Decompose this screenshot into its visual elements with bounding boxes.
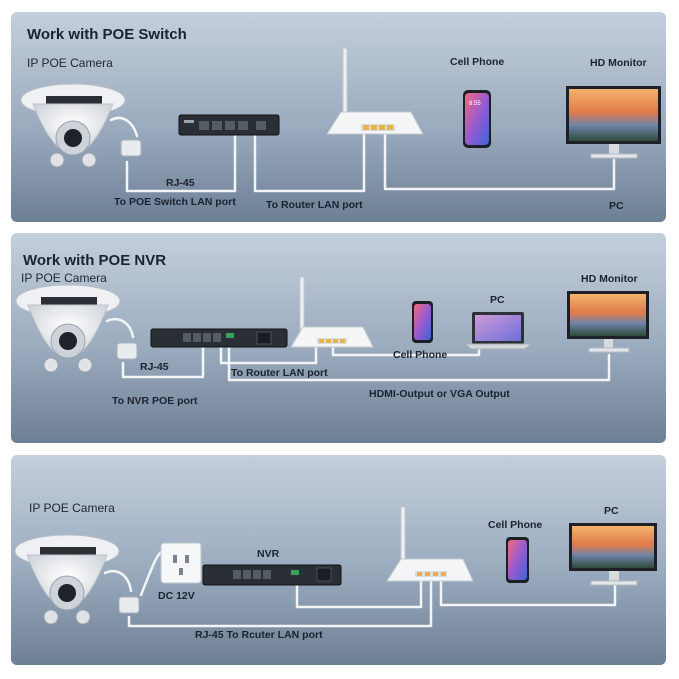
brand-logo: VIKYLIN	[56, 90, 80, 96]
pc-label: PC	[609, 200, 624, 212]
cell-phone-label: Cell Phone	[450, 56, 505, 68]
nvr-icon	[202, 564, 342, 586]
monitor-label: HD Monitor	[590, 57, 647, 69]
cell-phone-icon	[506, 537, 529, 583]
monitor-icon	[569, 523, 657, 586]
cell-phone-icon	[463, 90, 491, 148]
camera-label: IP POE Camera	[29, 501, 115, 515]
camera-label: IP POE Camera	[27, 56, 113, 70]
cable-nvr-to-router	[219, 343, 318, 365]
nvr-label: NVR	[257, 548, 280, 560]
panel-3-diagram: VIKYLIN	[14, 506, 657, 628]
camera-pigtail	[109, 116, 139, 138]
hdmi-label: HDMI-Output or VGA Output	[369, 388, 510, 400]
power-socket-icon	[160, 542, 202, 584]
pc-label: PC	[490, 294, 505, 306]
panel-title: Work with POE NVR	[23, 252, 167, 269]
camera-icon	[20, 83, 142, 168]
laptop-icon	[463, 312, 533, 350]
rj45-router-label: RJ-45 To Rcuter LAN port	[195, 629, 323, 641]
cable-lines	[103, 549, 617, 628]
router-icon	[386, 506, 474, 582]
cable-camera-to-nvr	[121, 343, 205, 379]
nvr-icon	[150, 328, 288, 348]
cable-lines	[109, 116, 616, 193]
dc-label: DC 12V	[158, 590, 195, 602]
cable-camera-to-router	[127, 577, 433, 628]
brand-logo: VIKYLIN	[51, 291, 75, 297]
monitor-label: HD Monitor	[581, 273, 638, 285]
cable-switch-to-router	[253, 132, 366, 193]
camera-icon	[15, 284, 138, 373]
camera-pigtail	[103, 570, 133, 593]
cell-phone-icon	[412, 301, 433, 343]
nvr-port-label: To NVR POE port	[112, 395, 198, 407]
poe-switch-icon	[178, 114, 280, 136]
router-port-label: To Router LAN port	[231, 367, 328, 379]
rj45-label: RJ-45	[140, 361, 169, 373]
cable-nvr-to-monitor	[227, 343, 611, 382]
rj45-label: RJ-45	[166, 177, 195, 189]
phone-time: 8:55	[469, 101, 481, 107]
monitor-icon	[567, 291, 649, 353]
router-port-label: To Router LAN port	[266, 199, 363, 211]
camera-pigtail	[105, 318, 135, 339]
switch-port-label: To POE Switch LAN port	[114, 196, 236, 208]
panel-title: Work with POE Switch	[27, 26, 187, 43]
cell-phone-label: Cell Phone	[393, 349, 448, 361]
router-icon	[326, 47, 424, 135]
cable-router-to-pc	[383, 132, 616, 191]
cable-camera-to-switch	[125, 132, 237, 193]
camera-label: IP POE Camera	[21, 271, 107, 285]
cable-nvr-to-router	[295, 577, 423, 609]
camera-icon	[14, 534, 140, 625]
panel-nvr-router: VIKYLIN	[11, 455, 666, 665]
panel-1-diagram: VIKYLIN 8:55	[20, 47, 661, 193]
panel-poe-switch: VIKYLIN 8:55 Work w	[11, 12, 666, 222]
pc-label: PC	[604, 505, 619, 517]
panel-2-diagram: VIKYLIN	[15, 276, 649, 382]
router-icon	[290, 276, 374, 348]
brand-logo: VIKYLIN	[50, 541, 74, 547]
panel-poe-nvr: VIKYLIN	[11, 233, 666, 443]
cable-router-to-pc	[439, 575, 617, 607]
monitor-icon	[566, 86, 661, 159]
cell-phone-label: Cell Phone	[488, 519, 543, 531]
